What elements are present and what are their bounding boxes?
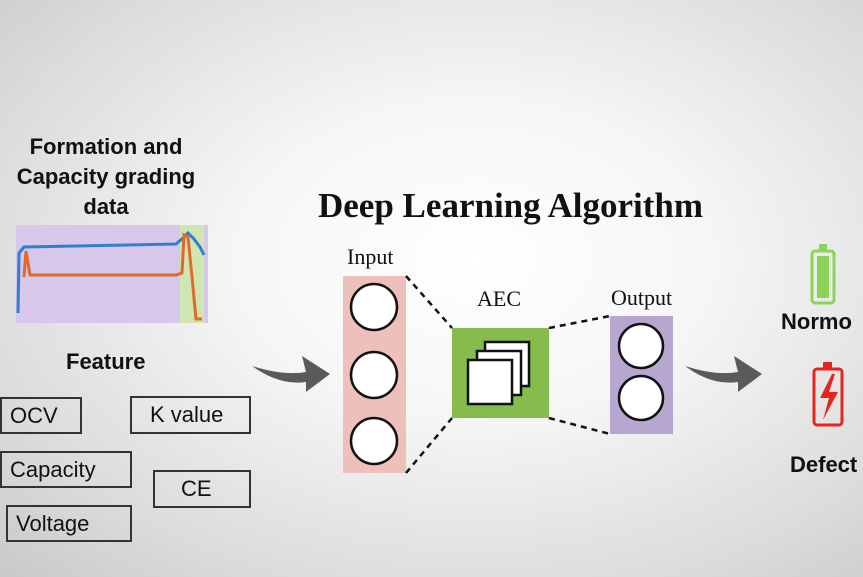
formation-curve-thumbnail bbox=[16, 225, 208, 323]
feature-box-k-value: K value bbox=[130, 396, 251, 434]
formation-data-title: Formation and Capacity grading data bbox=[0, 132, 212, 222]
orange-curve bbox=[22, 232, 202, 321]
battery-defect-icon bbox=[812, 362, 844, 427]
feature-box-ce: CE bbox=[153, 470, 251, 508]
feature-title: Feature bbox=[66, 349, 146, 374]
feature-box-voltage: Voltage bbox=[6, 505, 132, 542]
input-node-2 bbox=[349, 350, 399, 400]
stacked-squares-icon bbox=[466, 340, 531, 406]
output-node-1 bbox=[617, 322, 665, 370]
input-label: Input bbox=[347, 244, 394, 269]
connector-input-aec-top bbox=[405, 275, 453, 329]
output-label: Output bbox=[611, 285, 673, 310]
connector-input-aec-bottom bbox=[405, 417, 453, 474]
title-line-2: Capacity grading bbox=[16, 164, 196, 189]
defect-label: Defect bbox=[790, 452, 858, 477]
output-node-2 bbox=[617, 374, 665, 422]
curved-arrow-icon bbox=[252, 356, 330, 392]
feature-box-capacity: Capacity bbox=[0, 451, 132, 488]
battery-full-icon bbox=[810, 244, 836, 305]
title-line-3: data bbox=[83, 194, 129, 219]
input-node-1 bbox=[349, 282, 399, 332]
title-line-1: Formation and bbox=[29, 134, 183, 159]
feature-box-ocv: OCV bbox=[0, 397, 82, 434]
aec-label: AEC bbox=[477, 286, 521, 311]
normal-label: Normo bbox=[781, 309, 852, 334]
curved-arrow-icon bbox=[685, 356, 762, 392]
deep-learning-title: Deep Learning Algorithm bbox=[318, 186, 703, 225]
input-node-3 bbox=[349, 416, 399, 466]
connector-aec-output-top bbox=[548, 314, 611, 330]
connector-aec-output-bottom bbox=[548, 416, 611, 436]
